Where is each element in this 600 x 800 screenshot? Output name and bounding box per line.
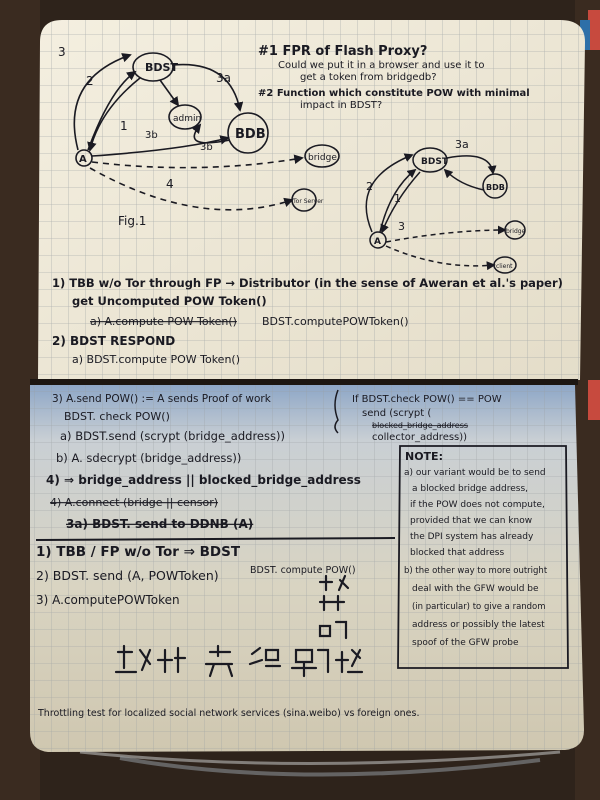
summary-2b: BDST. compute POW() (250, 565, 356, 576)
step-1-line-3a: a) A.compute POW Token() (90, 315, 237, 328)
edge-label-6: 3b (200, 142, 213, 153)
edge-label-5: 3b (145, 130, 158, 141)
side-line-a: If BDST.check POW() == POW (352, 394, 502, 405)
note-line: blocked that address (410, 548, 504, 558)
note-lines: a) our variant would be to send a blocke… (404, 468, 548, 648)
edge-label-7: 4 (166, 177, 174, 191)
figure-label: Fig.1 (118, 214, 146, 228)
node-bridge-2-label: bridge (506, 228, 526, 235)
bottom-line-f: 4) A.connect (bridge || censor) (50, 496, 218, 509)
node-admin-1 (168, 104, 202, 130)
node-bdb-1-label: BDB (235, 127, 266, 142)
footer-note: Throttling test for localized social net… (37, 708, 419, 719)
summary-3: 3) A.computePOWToken (36, 593, 180, 607)
bottom-line-d: b) A. sdecrypt (bridge_address)) (56, 451, 241, 465)
bottom-line-g: 3a) BDST. send to DDNB (A) (66, 517, 253, 531)
node-a-2 (369, 231, 387, 249)
step-1-line-3b: BDST.computePOWToken() (262, 315, 409, 328)
node-bdb-1 (227, 112, 269, 154)
step-1-line-1: 1) TBB w/o Tor through FP → Distributor … (52, 276, 563, 290)
diagram-2 (365, 147, 526, 274)
edge-label-1: 3 (58, 45, 66, 59)
edge-label-4: 1 (120, 119, 128, 133)
node-bdst-1 (132, 52, 174, 82)
section-divider (35, 537, 396, 541)
edge-label-2: 2 (86, 74, 94, 88)
note-line: b) the other way to more outright (404, 566, 548, 576)
node-a-2-label: A (374, 237, 381, 247)
summary-1: 1) TBB / FP w/o Tor ⇒ BDST (36, 544, 241, 560)
node-bdst-2-label: BDST (421, 157, 449, 167)
note-line: address or possibly the latest (412, 620, 545, 630)
note-line: a) our variant would be to send (404, 468, 546, 478)
step-1-line-2: get Uncomputed POW Token() (72, 294, 267, 308)
bottom-line-c: a) BDST.send (scrypt (bridge_address)) (60, 429, 285, 443)
summary-2: 2) BDST. send (A, POWToken) (36, 568, 219, 583)
edge2-label-3: 1 (394, 192, 401, 205)
note-line: a blocked bridge address, (412, 484, 528, 494)
note-line: spoof of the GFW probe (412, 638, 519, 648)
note-line: (in particular) to give a random (412, 602, 546, 612)
binding-ring (119, 756, 541, 777)
note-line: provided that we can know (410, 516, 532, 526)
side-line-c: blocked_bridge_address (372, 421, 468, 430)
note-box (397, 445, 569, 669)
note-title: NOTE: (405, 450, 443, 463)
hanzi-scribbles (114, 574, 364, 678)
bottom-line-e: 4) ⇒ bridge_address || blocked_bridge_ad… (46, 473, 361, 488)
note-line: deal with the GFW would be (412, 584, 539, 594)
edge2-label-1: 3a (455, 138, 469, 151)
edge2-label-4: 3 (398, 220, 405, 233)
node-bdb-2-label: BDB (486, 183, 505, 192)
edge-label-3: 3a (216, 71, 231, 85)
note-line: the DPI system has already (410, 532, 534, 542)
node-bdst-1-label: BDST (145, 61, 178, 74)
bottom-line-a: 3) A.send POW() := A sends Proof of work (52, 393, 272, 405)
node-bridge-1-label: bridge (308, 153, 337, 163)
node-bridge-1 (304, 144, 340, 168)
side-line-d: collector_address)) (372, 432, 467, 443)
step-2-line-2: a) BDST.compute POW Token() (72, 353, 240, 366)
bookmark-tab (588, 380, 600, 420)
question-1-cont2: get a token from bridgedb? (300, 72, 437, 83)
note-line: if the POW does not compute, (410, 500, 545, 510)
diagram-1 (73, 52, 340, 212)
bookmark-tab (588, 10, 600, 50)
node-a-1 (75, 149, 93, 167)
node-admin-1-label: admin (173, 114, 201, 124)
side-line-b: send (scrypt ( (362, 408, 431, 419)
bottom-line-b: BDST. check POW() (64, 410, 170, 423)
step-2-line-1: 2) BDST RESPOND (52, 334, 175, 348)
node-a-1-label: A (79, 154, 87, 165)
question-1: #1 FPR of Flash Proxy? (258, 44, 427, 59)
node-tor-server-1-label: Tor Server (292, 198, 324, 205)
question-1-cont1: Could we put it in a browser and use it … (278, 60, 485, 71)
node-client-2-label: client (496, 263, 513, 270)
question-2: #2 Function which constitute POW with mi… (258, 88, 530, 99)
question-2-cont: impact in BDST? (300, 100, 382, 111)
edge2-label-2: 2 (366, 180, 373, 193)
